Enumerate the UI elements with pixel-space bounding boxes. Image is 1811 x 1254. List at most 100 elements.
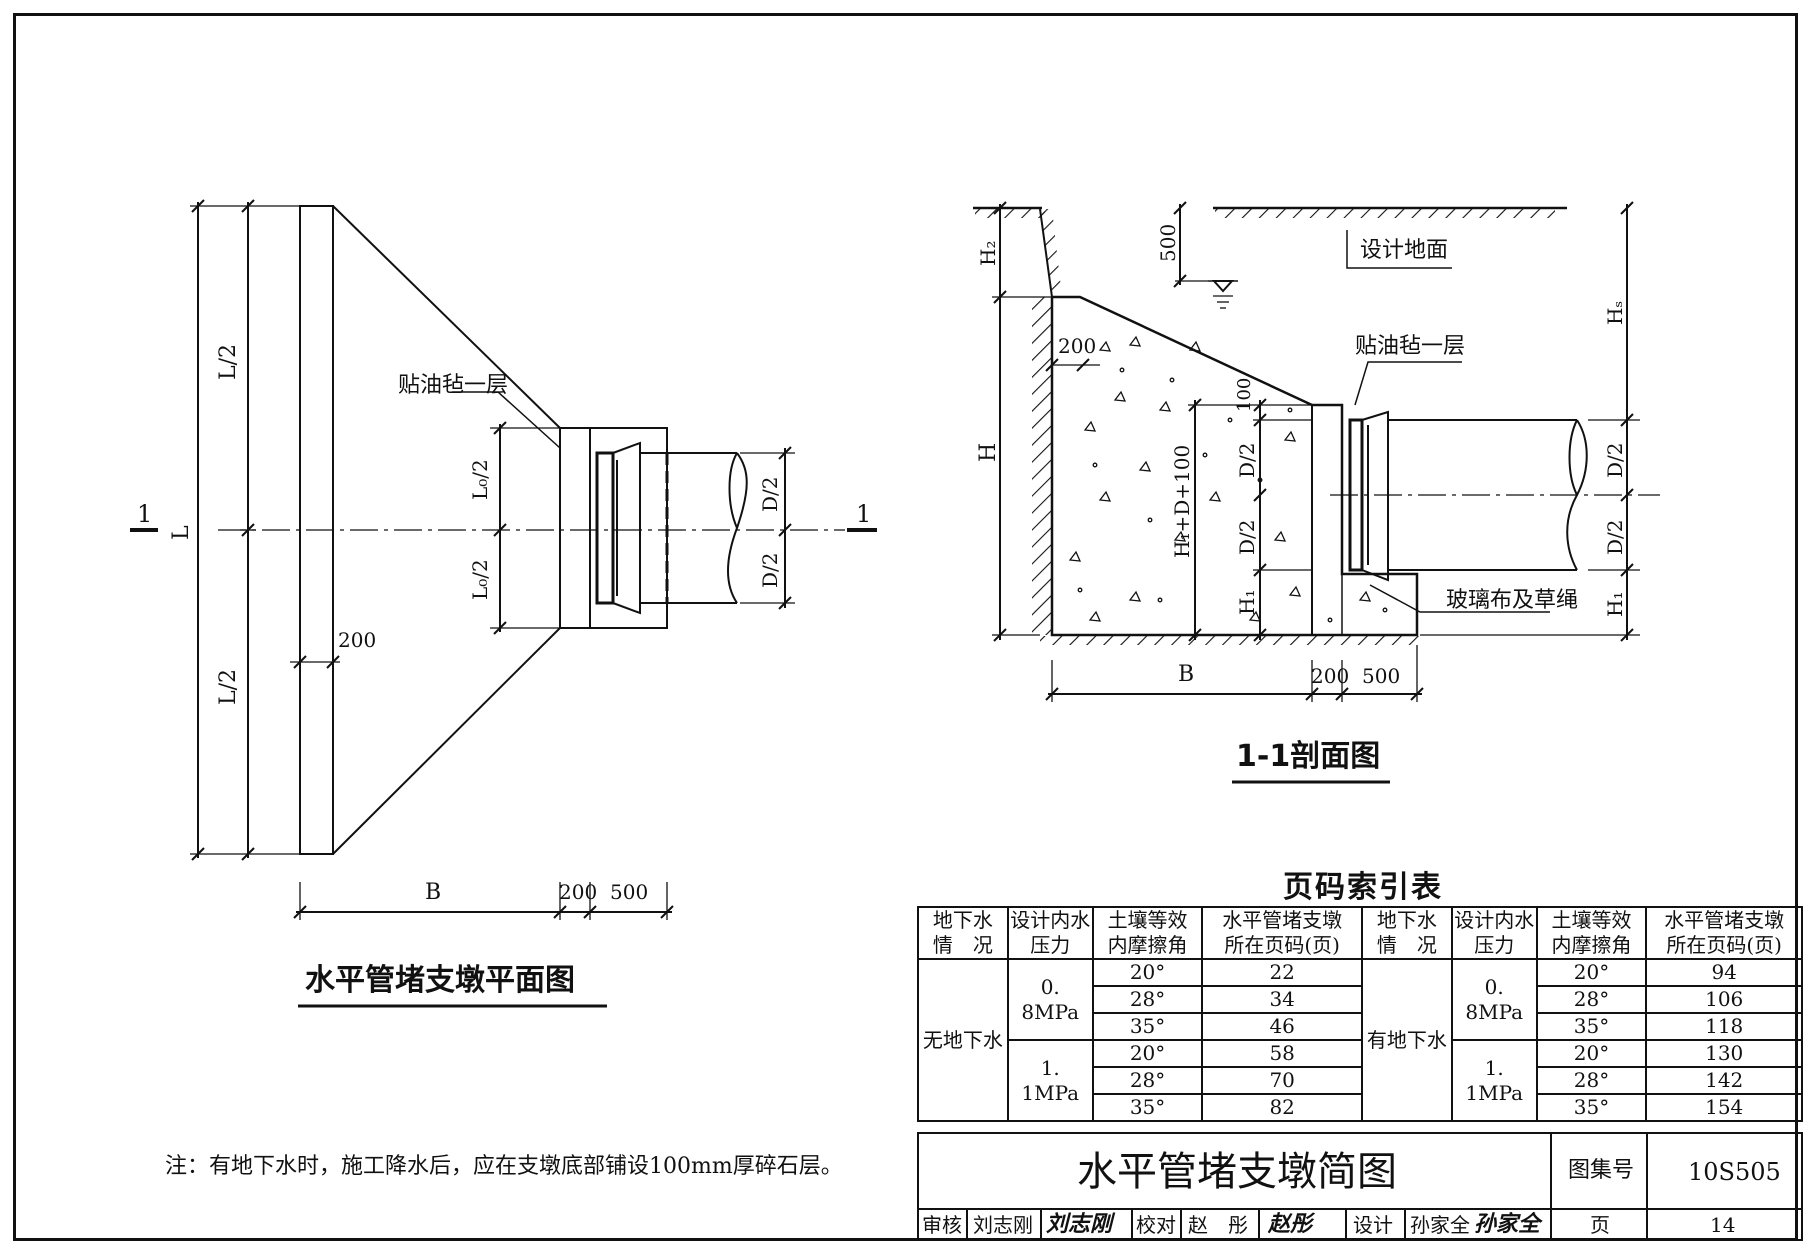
angle-cell: 28°	[1535, 985, 1648, 1014]
page-cell: 70	[1201, 1066, 1363, 1095]
reviewer-name: 刘志刚	[973, 1213, 1033, 1237]
section-callout-glass: 玻璃布及草绳	[1446, 588, 1579, 613]
title-block-col-divider-2	[1646, 1132, 1648, 1241]
section-label-D2-inner-bottom: D/2	[1235, 519, 1259, 556]
plan-label-L0-top: L₀/2	[468, 459, 492, 500]
title-block-col-divider-1	[1550, 1132, 1552, 1241]
concrete-aggregate	[1068, 335, 1388, 623]
section-label-100: 100	[1234, 377, 1255, 412]
plan-label-L2-bottom: L/2	[216, 668, 241, 705]
table-row: 无地下水 0. 8MPa 20° 22 有地下水 0. 8MPa 20° 94	[917, 958, 1803, 1122]
drawing-title: 水平管堵支墩简图	[1077, 1149, 1397, 1195]
section-label-200-bottom: 200	[1311, 664, 1350, 688]
header-page: 水平管堵支墩所在页码(页)	[1201, 906, 1363, 960]
base-hatch	[1040, 636, 1420, 645]
index-header-row: 地下水情 况 设计内水压力 土壤等效内摩擦角 水平管堵支墩所在页码(页) 地下水…	[917, 906, 1803, 960]
page-number: 14	[1710, 1213, 1736, 1237]
right-pressure: 0. 8MPa	[1450, 958, 1538, 1041]
plan-label-500-bottom: 500	[610, 880, 649, 904]
section-label-H1-right: H₁	[1603, 591, 1627, 617]
page-cell: 118	[1645, 1012, 1803, 1041]
section-label-D2-inner-top: D/2	[1235, 442, 1259, 479]
angle-cell: 35°	[1091, 1012, 1204, 1041]
atlas-number: 10S505	[1688, 1158, 1781, 1186]
left-condition: 无地下水	[917, 958, 1009, 1122]
section-label-B: B	[1178, 662, 1195, 687]
plan-view-title: 水平管堵支墩平面图	[305, 963, 575, 998]
page-cell: 94	[1645, 958, 1803, 987]
atlas-label: 图集号	[1568, 1158, 1635, 1183]
section-label-500-top: 500	[1156, 223, 1180, 262]
plan-label-200-bottom: 200	[559, 880, 598, 904]
plan-label-200-wall: 200	[338, 628, 377, 652]
title-block	[917, 1132, 1803, 1241]
checker-signature: 赵彤	[1268, 1211, 1313, 1237]
index-table: 地下水情 况 设计内水压力 土壤等效内摩擦角 水平管堵支墩所在页码(页) 地下水…	[917, 906, 1803, 1122]
angle-cell: 28°	[1091, 985, 1204, 1014]
table-row: 28° 70 28° 142	[918, 1066, 1803, 1095]
header-angle: 土壤等效内摩擦角	[1091, 906, 1204, 960]
page-label: 页	[1590, 1213, 1610, 1237]
title-block-col-9	[1404, 1208, 1406, 1241]
header-groundwater: 地下水情 况	[1360, 906, 1453, 960]
plan-plug-flare	[612, 441, 641, 615]
ground-hatch-left	[975, 209, 1045, 218]
section-callout-ground: 设计地面	[1360, 238, 1449, 263]
design-label: 设计	[1353, 1213, 1393, 1237]
angle-cell: 35°	[1535, 1093, 1648, 1122]
section-label-D2-right-bottom: D/2	[1603, 519, 1627, 556]
title-block-col-4	[1040, 1208, 1042, 1241]
title-block-col-6	[1180, 1208, 1182, 1241]
table-row: 28° 34 28° 106	[918, 985, 1803, 1014]
plan-front-slab	[559, 427, 591, 629]
check-label: 校对	[1136, 1213, 1176, 1237]
checker-name: 赵 彤	[1188, 1213, 1248, 1237]
title-block-col-3	[966, 1208, 968, 1241]
review-label: 审核	[922, 1213, 962, 1237]
title-block-col-5	[1131, 1208, 1133, 1241]
plan-label-D2-top: D/2	[758, 476, 782, 513]
section-label-500-bottom: 500	[1362, 664, 1401, 688]
title-block-col-8	[1345, 1208, 1347, 1241]
page-cell: 58	[1201, 1039, 1363, 1068]
page-cell: 154	[1645, 1093, 1803, 1122]
page-cell: 130	[1645, 1039, 1803, 1068]
section-label-H2: H₂	[976, 240, 1000, 266]
page-cell: 22	[1201, 958, 1363, 987]
angle-cell: 35°	[1091, 1093, 1204, 1122]
header-pressure: 设计内水压力	[1450, 906, 1538, 960]
plan-callout-felt: 贴油毡一层	[398, 373, 509, 398]
section-label-D2-right-top: D/2	[1603, 442, 1627, 479]
page-cell: 34	[1201, 985, 1363, 1014]
section-callout-felt: 贴油毡一层	[1355, 334, 1466, 359]
right-pressure: 1. 1MPa	[1450, 1039, 1538, 1122]
wall-hatch	[1032, 297, 1052, 635]
plan-view	[130, 199, 877, 1008]
page-cell: 142	[1645, 1066, 1803, 1095]
designer-signature: 孙家全	[1474, 1211, 1541, 1237]
angle-cell: 28°	[1535, 1066, 1648, 1095]
ground-hatch-right	[1215, 209, 1555, 218]
title-block-row-divider	[917, 1208, 1803, 1210]
angle-cell: 28°	[1091, 1066, 1204, 1095]
title-block-col-7	[1258, 1208, 1260, 1241]
index-table-title: 页码索引表	[1283, 870, 1443, 905]
header-groundwater: 地下水情 况	[917, 906, 1009, 960]
left-pressure: 1. 1MPa	[1006, 1039, 1094, 1122]
header-page: 水平管堵支墩所在页码(页)	[1645, 906, 1803, 960]
header-angle: 土壤等效内摩擦角	[1535, 906, 1648, 960]
table-row: 35° 82 35° 154	[918, 1093, 1803, 1122]
section-label-200-top: 200	[1058, 334, 1097, 358]
page-cell: 46	[1201, 1012, 1363, 1041]
plan-section-mark-right: 1	[856, 500, 872, 528]
section-label-H: H	[976, 442, 1001, 462]
angle-cell: 20°	[1091, 958, 1204, 987]
section-label-H1-inner: H₁	[1235, 589, 1259, 615]
plan-label-D2-bottom: D/2	[758, 552, 782, 589]
right-condition: 有地下水	[1360, 958, 1453, 1122]
section-view-title: 1-1剖面图	[1236, 739, 1381, 774]
angle-cell: 20°	[1535, 958, 1648, 987]
section-label-Hs: Hₛ	[1603, 300, 1627, 325]
angle-cell: 20°	[1535, 1039, 1648, 1068]
